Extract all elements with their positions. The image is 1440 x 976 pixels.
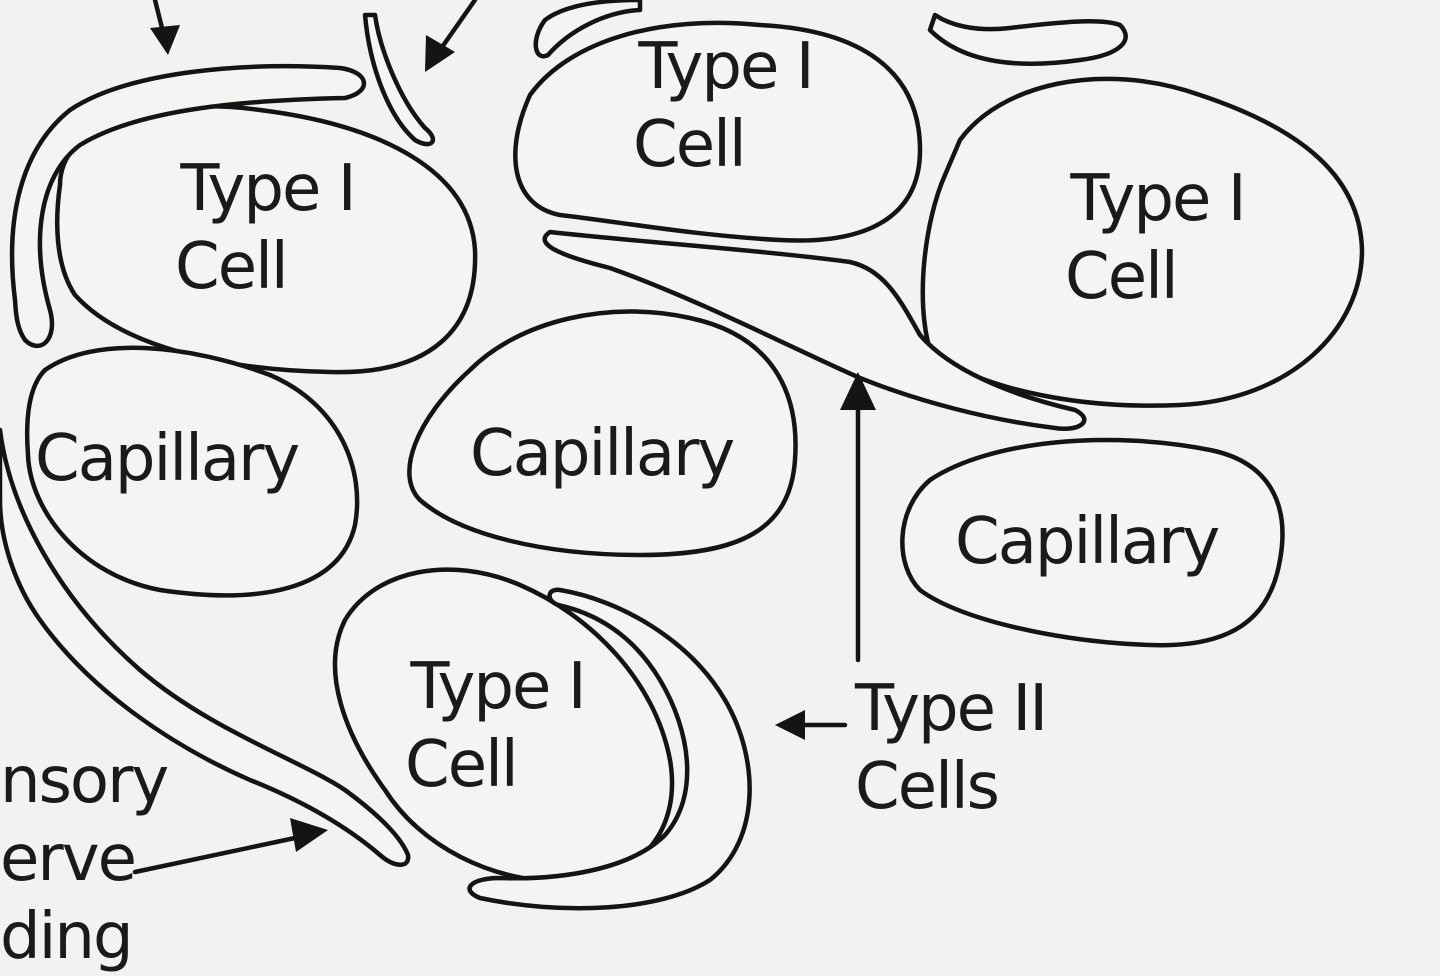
nerve-ending-shape [0, 427, 411, 867]
capillary-center-shape [407, 309, 798, 558]
label-line: Type I [638, 30, 814, 104]
capillary-left-label: Capillary [35, 422, 300, 496]
type-i-cell-upper-left-label: Type I Cell [175, 150, 360, 306]
label-line: erve [0, 822, 137, 896]
type-i-cell-bottom-center-shape [332, 567, 675, 885]
capillary-right-label: Capillary [955, 505, 1220, 579]
type-i-cell-right-label: Type I Cell [1065, 160, 1250, 316]
capillary-right-shape [900, 437, 1285, 648]
capillary-left-shape [24, 345, 360, 598]
label-line: Cells [855, 750, 1000, 824]
label-line: Type I [1070, 162, 1246, 236]
nerve-fiber-top-left-shape [533, 0, 643, 59]
type-ii-cells-label: Type II Cells [855, 670, 1048, 826]
arrow-type-ii-up-head [840, 372, 876, 410]
label-line: Type II [855, 672, 1048, 746]
label-line: nsory [0, 744, 169, 818]
nerve-fiber-upper-shape [9, 63, 367, 348]
type-i-cell-top-center-shape [513, 20, 923, 243]
capillary-center-label: Capillary [470, 417, 735, 491]
type-ii-cell-crescent-shape [467, 587, 752, 911]
arrow-nerve-ending-line [132, 835, 298, 875]
type-ii-cell-horizontal-shape [542, 229, 1087, 432]
label-line: ding [0, 900, 134, 974]
sensory-nerve-ending-label: nsory erve ding [0, 742, 169, 976]
arrow-nerve-ending-head [290, 818, 328, 852]
label-line: Type I [180, 152, 356, 226]
label-line: Cell [405, 728, 519, 802]
label-line: Cell [633, 108, 747, 182]
nerve-fiber-top-center-shape [362, 12, 436, 147]
arrow-type-ii-left-head [775, 710, 805, 740]
label-line: Type I [410, 650, 586, 724]
type-i-cell-bottom-center-label: Type I Cell [405, 648, 590, 804]
label-line: Cell [175, 230, 289, 304]
arrow-top-center-line [437, 0, 478, 53]
type-i-cell-top-center-label: Type I Cell [633, 28, 818, 184]
label-line: Cell [1065, 240, 1179, 314]
arrow-top-center-head [425, 35, 455, 72]
arrow-top-left-head [150, 25, 180, 55]
nerve-fiber-top-right-shape [927, 12, 1128, 66]
